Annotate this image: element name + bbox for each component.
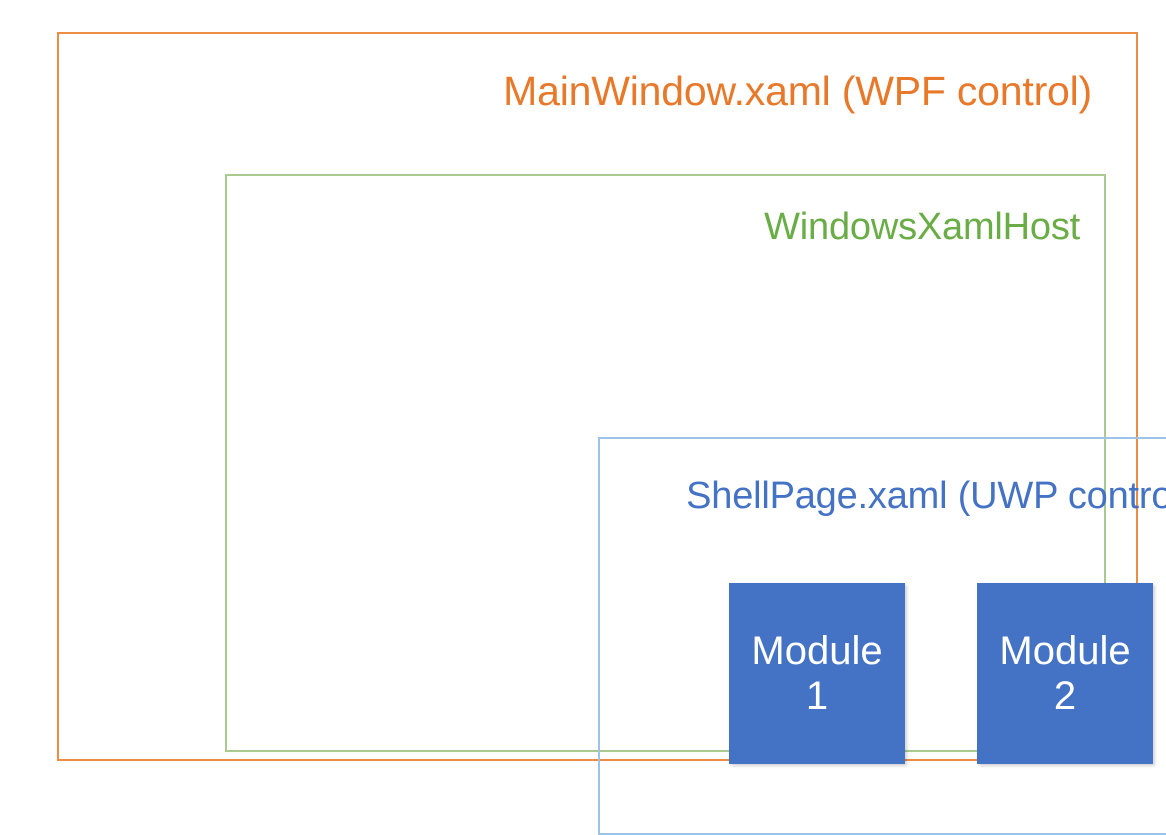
layer-windowsxamlhost: WindowsXamlHost ShellPage.xaml (UWP cont… (225, 174, 1166, 835)
module-box-1[interactable]: Module 1 (729, 583, 905, 764)
module-row: Module 1 Module 2 (600, 583, 1166, 767)
layer-shellpage-uwp: ShellPage.xaml (UWP control) Module 1 Mo… (598, 437, 1166, 835)
module-box-1-title: Module (751, 628, 883, 673)
module-box-2-title: Module (999, 628, 1131, 673)
layer-mainwindow-wpf: MainWindow.xaml (WPF control) WindowsXam… (57, 32, 1166, 835)
module-box-1-number: 1 (805, 673, 829, 718)
module-box-2[interactable]: Module 2 (977, 583, 1153, 764)
layer-shellpage-label: ShellPage.xaml (UWP control) (686, 475, 1166, 517)
layer-mainwindow-label: MainWindow.xaml (WPF control) (503, 68, 1092, 114)
layer-windowsxamlhost-label: WindowsXamlHost (764, 206, 1080, 248)
diagram-canvas: MainWindow.xaml (WPF control) WindowsXam… (57, 32, 1166, 835)
module-box-2-number: 2 (1053, 673, 1077, 718)
